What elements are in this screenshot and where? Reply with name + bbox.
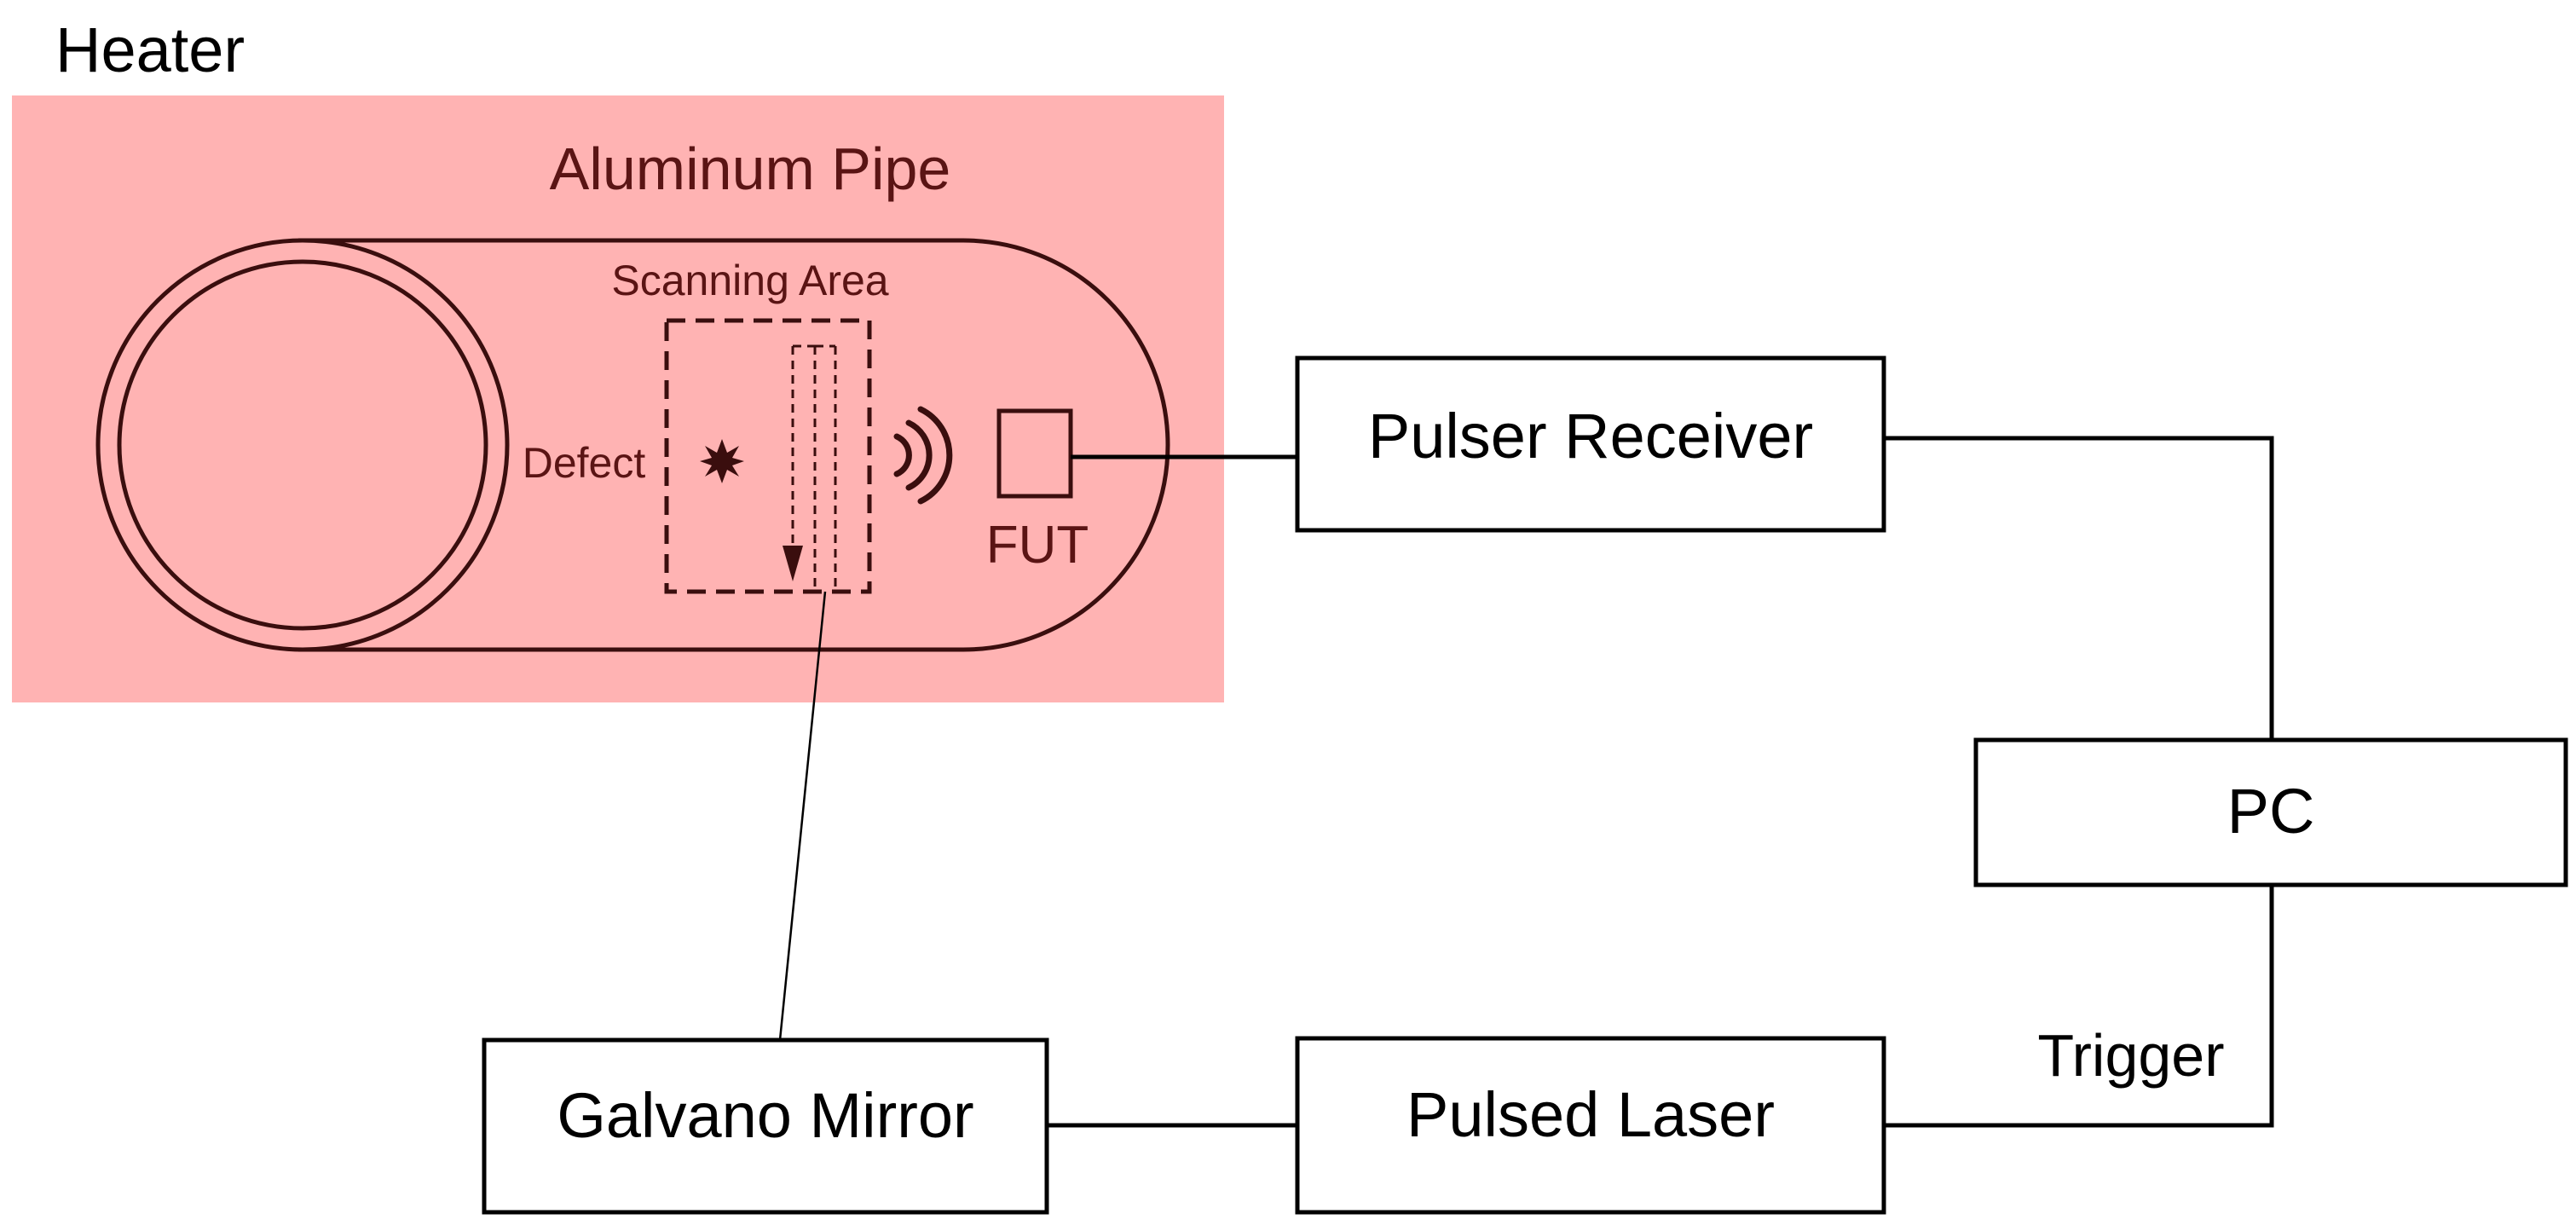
pulsed-laser-box: [1295, 1036, 1886, 1215]
pulsed-laser-label: Pulsed Laser: [1406, 1079, 1775, 1150]
fut-sensor: [996, 408, 1073, 499]
pulser-to-pc-line: [1884, 436, 2274, 740]
defect-label: Defect: [523, 439, 646, 487]
pc-box: [1973, 737, 2568, 887]
pc-to-laser-trigger-line: [1884, 885, 2274, 1128]
scanning-area-label: Scanning Area: [611, 257, 888, 304]
connection-lines: [1047, 436, 2274, 1128]
galvano-mirror-box: [482, 1037, 1049, 1215]
trigger-label: Trigger: [2037, 1022, 2224, 1089]
pipe-end-outer-ring: [95, 238, 510, 652]
heater-label: Heater: [55, 14, 245, 85]
pipe-label: Aluminum Pipe: [550, 136, 951, 202]
scanning-area-box: [664, 318, 872, 594]
galvano-mirror-label: Galvano Mirror: [557, 1080, 973, 1151]
pipe-body: [298, 238, 1170, 652]
fut-label: FUT: [986, 516, 1089, 575]
heater-region: [12, 95, 1224, 702]
scan-direction-arrow: [783, 546, 803, 581]
ultrasonic-wave-icon: [893, 406, 953, 505]
laser-beam-line: [778, 591, 827, 1041]
pc-label: PC: [2227, 776, 2315, 847]
pulser-receiver-box: [1295, 355, 1886, 533]
defect-icon: [700, 439, 744, 483]
pulser-receiver-label: Pulser Receiver: [1368, 401, 1813, 471]
scan-path: [791, 344, 837, 592]
pipe-end-inner-ring: [117, 259, 488, 631]
